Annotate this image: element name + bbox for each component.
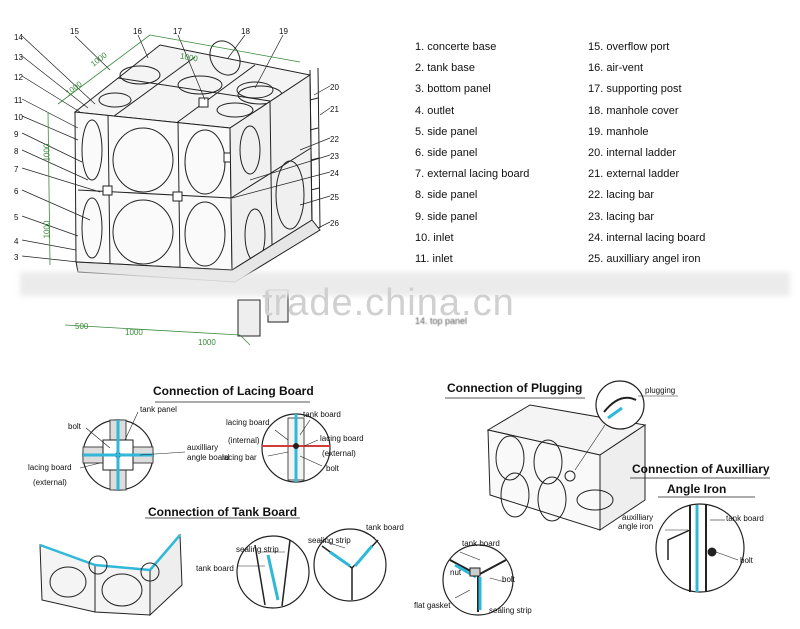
legend-item: 5. side panel — [415, 125, 478, 138]
legend-item: 23. lacing bar — [588, 210, 655, 223]
legend-item: 16. air-vent — [588, 62, 644, 75]
lacing-board-detail-left — [79, 401, 310, 491]
obscured-band — [20, 272, 790, 296]
callout-number: 23 — [330, 152, 339, 161]
callout-number: 17 — [173, 27, 182, 36]
legend-item: 17. supporting post — [588, 83, 682, 96]
tank-isometric — [73, 40, 321, 337]
callout-number: 12 — [14, 73, 23, 82]
dim-bottom-a: 1000 — [125, 328, 143, 337]
legend-item: 15. overflow port — [588, 41, 670, 53]
label-r-lacing-external: lacing board — [320, 434, 364, 443]
callout-number: 10 — [14, 113, 23, 122]
dim-side-upper: 1000 — [42, 143, 52, 162]
callout-number: 22 — [330, 135, 339, 144]
label-plugging: plugging — [645, 386, 676, 395]
label-aux2: angle board — [187, 453, 230, 462]
aux-title-1: Connection of Auxilliary — [632, 462, 770, 476]
callout-number: 7 — [14, 165, 19, 174]
angle-iron-detail — [630, 477, 770, 593]
callout-leaders — [21, 34, 331, 263]
label-g-bolt: bolt — [502, 575, 515, 584]
label-g-sealing-strip: sealing strip — [489, 606, 532, 615]
legend-item: 10. inlet — [415, 231, 454, 244]
label-g-nut: nut — [450, 568, 462, 577]
label-a-aux: auxilliary — [622, 513, 654, 522]
callout-number: 9 — [14, 130, 19, 139]
legend-item: 3. bottom panel — [415, 83, 491, 96]
legend-item: 8. side panel — [415, 189, 478, 202]
legend-left: 1. concerte base 2. tank base 3. bottom pa… — [415, 37, 585, 270]
callout-number: 13 — [14, 53, 23, 62]
legend-right: 15. overflow port 16. air-vent 17. support… — [588, 37, 793, 270]
dim-bottom-c: 500 — [75, 322, 89, 331]
legend-item: 22. lacing bar — [588, 189, 655, 202]
plugging-detail — [445, 380, 678, 531]
legend-partial: 14. top panel — [415, 316, 468, 326]
label-r-lacing-internal: lacing board — [226, 418, 270, 427]
label-r-bolt: bolt — [326, 464, 339, 473]
legend-item: 20. internal ladder — [588, 147, 677, 160]
dim-bottom-b: 1000 — [198, 338, 216, 347]
label-lacing: lacing board — [28, 463, 72, 472]
label-sealing-strip: sealing strip — [236, 545, 279, 554]
legend-item: 18. manhole cover — [588, 104, 679, 117]
callout-number: 8 — [14, 147, 19, 156]
label-a-bolt: bolt — [740, 556, 753, 565]
label-a-tank-board: tank board — [726, 514, 764, 523]
lacing-title: Connection of Lacing Board — [153, 384, 314, 398]
legend-item: 7. external lacing board — [415, 168, 530, 181]
label-tank-board: tank board — [196, 564, 234, 573]
plugging-title: Connection of Plugging — [447, 381, 583, 395]
label-bolt: bolt — [68, 422, 81, 431]
label-a-aux2: angle iron — [618, 522, 654, 531]
legend-item: 25. auxilliary angel iron — [588, 253, 701, 266]
label-r-internal: (internal) — [228, 436, 260, 445]
callout-number: 11 — [14, 96, 23, 105]
label-r-external: (external) — [322, 449, 356, 458]
callout-number: 21 — [330, 105, 339, 114]
lacing-board-detail-right — [261, 413, 331, 483]
label-g-tank-board: tank board — [462, 539, 500, 548]
legend-item: 21. external ladder — [588, 168, 680, 181]
legend-item: 1. concerte base — [415, 41, 497, 53]
gasket-detail — [442, 544, 514, 616]
callout-number: 16 — [133, 27, 142, 36]
legend-item: 11. inlet — [415, 253, 453, 266]
callout-number: 4 — [14, 237, 19, 246]
watermark: trade.china.cn — [262, 282, 515, 324]
label-r-lacing-bar: lacing bar — [222, 453, 257, 462]
label-lacing-external: (external) — [33, 478, 67, 487]
dim-side-lower: 1000 — [42, 220, 52, 239]
label-tank-panel: tank panel — [140, 405, 177, 414]
callout-number: 15 — [70, 27, 79, 36]
callout-number: 18 — [241, 27, 250, 36]
callout-number: 6 — [14, 187, 19, 196]
callout-number: 26 — [330, 219, 339, 228]
label-tank-board-2: tank board — [366, 523, 404, 532]
legend-item: 2. tank base — [415, 62, 475, 75]
legend-item: 9. side panel — [415, 210, 478, 223]
callout-number: 24 — [330, 169, 339, 178]
legend-item: 19. manhole — [588, 125, 649, 138]
callout-number: 5 — [14, 213, 19, 222]
callout-number: 25 — [330, 193, 339, 202]
tank-board-detail — [39, 517, 387, 617]
label-sealing-strip-2: sealing strip — [308, 536, 351, 545]
legend-item: 4. outlet — [415, 104, 455, 117]
aux-title-2: Angle Iron — [667, 482, 727, 496]
legend-item: 24. internal lacing board — [588, 231, 706, 244]
dimension-lines — [47, 34, 301, 346]
label-aux: auxilliary — [187, 443, 219, 452]
callout-number: 19 — [279, 27, 288, 36]
legend-item: 6. side panel — [415, 147, 478, 160]
label-g-flat-gasket: flat gasket — [414, 601, 451, 610]
callout-number: 3 — [14, 253, 19, 262]
label-r-tank-board: tank board — [303, 410, 341, 419]
tank-board-title: Connection of Tank Board — [148, 505, 298, 519]
callout-number: 14 — [14, 33, 23, 42]
callout-number: 20 — [330, 83, 339, 92]
